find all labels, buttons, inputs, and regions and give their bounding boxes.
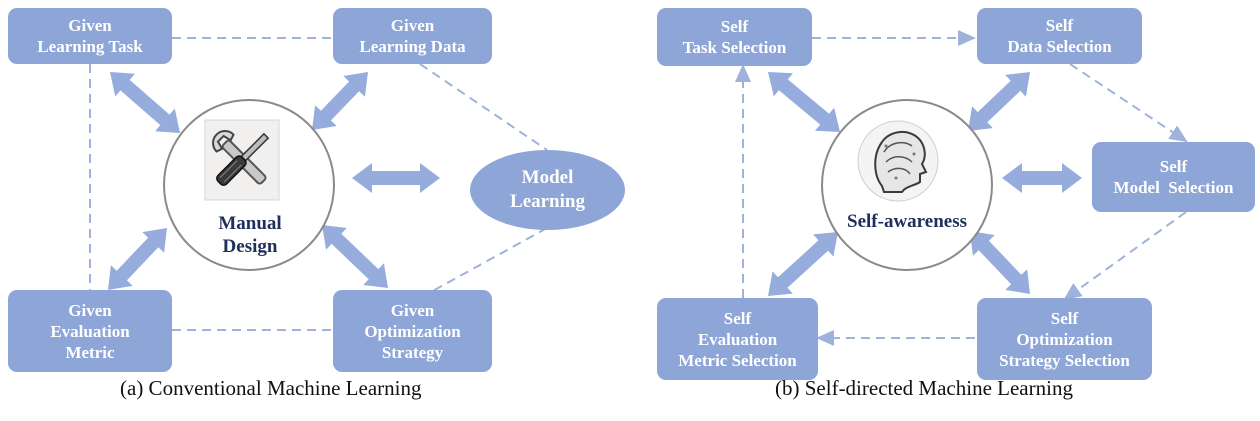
given-optimization-strategy-node: Given Optimization Strategy	[333, 290, 492, 372]
node-line: Optimization	[1016, 329, 1113, 349]
dashed-link-model-strategy	[419, 227, 548, 299]
dashed-link-data-model	[419, 63, 548, 151]
self-data-selection-node: Self Data Selection	[977, 8, 1142, 64]
arrow-data-hub	[312, 72, 368, 130]
brain-head-icon	[857, 120, 939, 202]
given-evaluation-metric-node: Given Evaluation Metric	[8, 290, 172, 372]
given-learning-task-node: Given Learning Task	[8, 8, 172, 64]
node-line: Self	[720, 17, 749, 36]
node-line: Model	[521, 167, 574, 188]
wrench-screwdriver-icon	[204, 119, 280, 201]
node-line: Evaluation	[697, 329, 778, 349]
arrow-metric-hub	[108, 228, 167, 290]
node-line: Task Selection	[682, 38, 787, 57]
self-optimization-strategy-selection-node: Self Optimization Strategy Selection	[977, 298, 1152, 380]
caption-conventional: (a) Conventional Machine Learning	[120, 376, 422, 400]
arrow-b-hub-model	[1002, 163, 1082, 193]
given-learning-data-node: Given Learning Data	[333, 8, 492, 64]
hub-label-line: Self-awareness	[847, 211, 967, 232]
node-line: Given	[390, 300, 435, 320]
arrow-b-data-hub	[968, 72, 1030, 131]
self-awareness-label: Self-awareness	[822, 210, 992, 233]
node-line: Model Selection	[1113, 178, 1234, 197]
caption-self-directed: (b) Self-directed Machine Learning	[775, 376, 1073, 400]
node-line: Given	[68, 300, 112, 320]
node-line: Self	[1159, 157, 1188, 176]
node-line: Self	[1050, 308, 1079, 328]
node-line: Metric Selection	[678, 350, 797, 370]
self-model-selection-node: Self Model Selection	[1092, 142, 1255, 212]
node-line: Learning Data	[359, 37, 466, 56]
self-evaluation-metric-selection-node: Self Evaluation Metric Selection	[657, 298, 818, 380]
manual-design-label: Manual Design	[190, 212, 310, 258]
arrow-b-metric-hub	[768, 232, 838, 296]
arrow-strategy-hub	[322, 225, 388, 288]
node-line: Self	[1045, 16, 1074, 35]
arrow-hub-model	[352, 163, 440, 193]
node-line: Learning	[510, 191, 585, 212]
node-line: Data Selection	[1007, 37, 1112, 56]
dashed-arrow-data-to-model	[1069, 63, 1188, 143]
hub-label-line: Manual	[218, 213, 282, 234]
node-line: Self	[723, 308, 752, 328]
hub-label-line: Design	[222, 236, 278, 257]
arrow-task-hub	[110, 72, 180, 133]
arrow-b-strategy-hub	[970, 231, 1030, 294]
node-line: Evaluation	[50, 321, 130, 341]
self-task-selection-node: Self Task Selection	[657, 8, 812, 66]
node-line: Strategy Selection	[999, 350, 1130, 370]
node-line: Given	[390, 16, 435, 35]
node-line: Metric	[65, 342, 115, 362]
model-learning-node: Model Learning	[470, 150, 625, 230]
arrow-b-task-hub	[768, 72, 840, 132]
node-line: Given	[68, 16, 112, 35]
node-line: Learning Task	[37, 37, 143, 56]
dashed-arrow-model-to-strategy	[1063, 211, 1187, 301]
node-line: Optimization	[364, 321, 461, 341]
node-line: Strategy	[381, 342, 444, 362]
